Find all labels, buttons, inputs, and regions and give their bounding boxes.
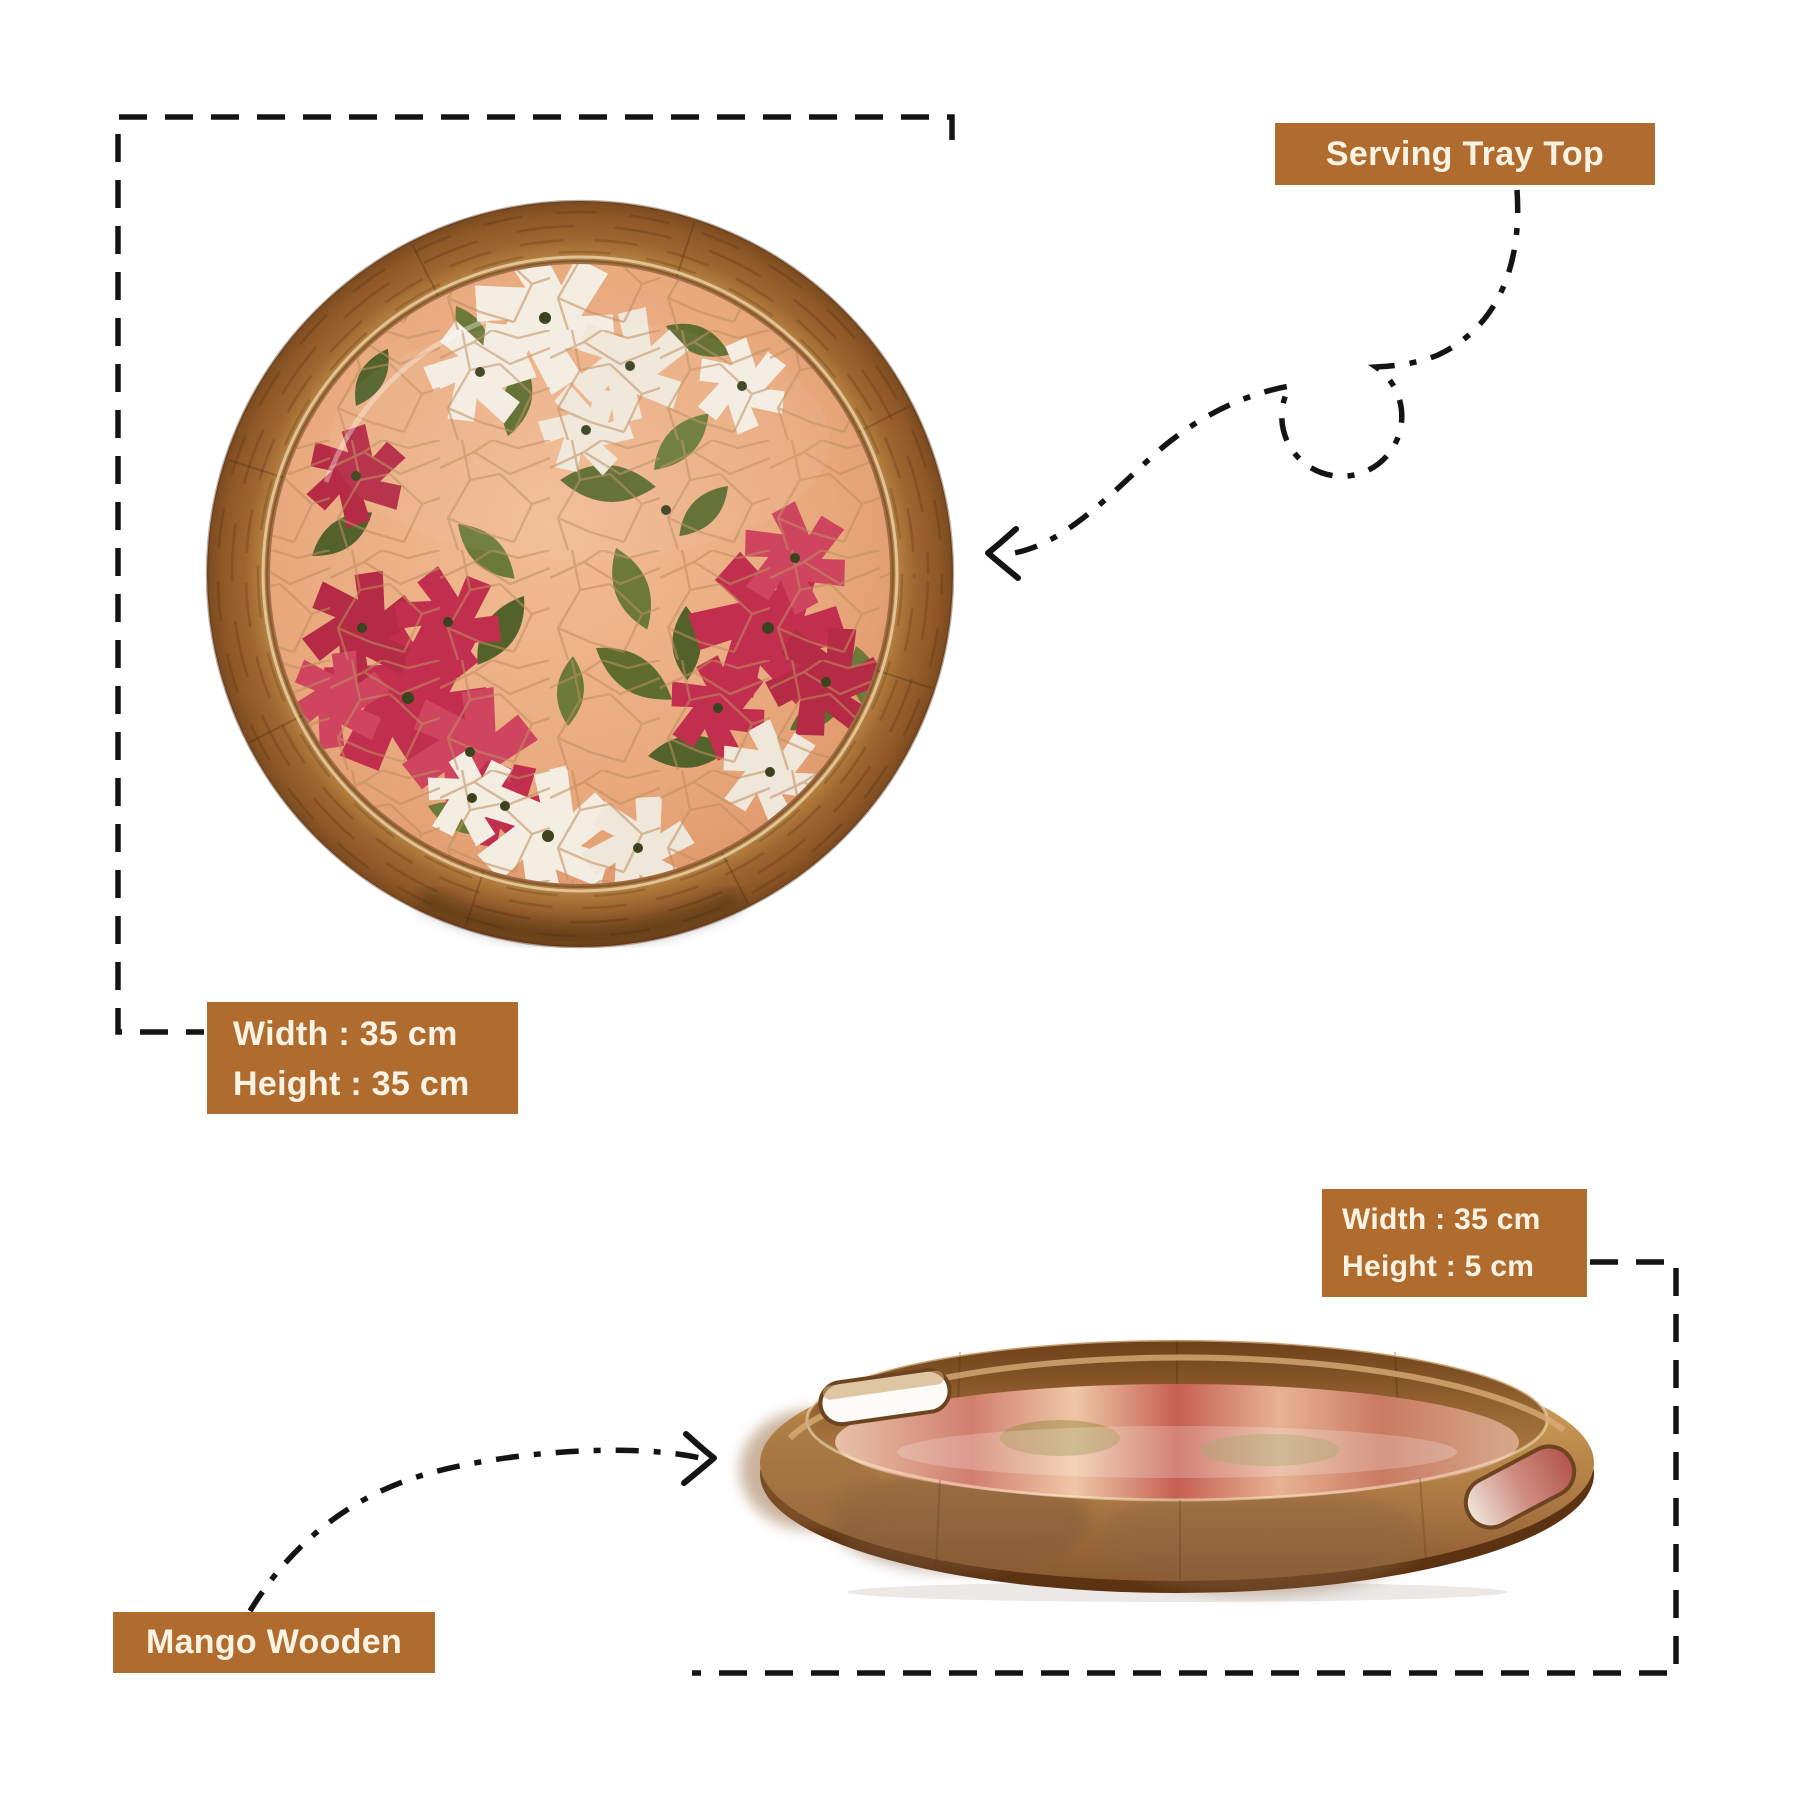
top-view-width-text: Width : 35 cm [233, 1015, 458, 1053]
arrow-head-left-icon [985, 526, 1021, 581]
curved-arrow-to-side-tray [247, 1431, 717, 1613]
tray-top-view-photo [205, 199, 955, 949]
curved-arrow-to-top-tray [985, 189, 1521, 581]
tray-side-view-photo [740, 1338, 1594, 1602]
material-text: Mango Wooden [145, 1623, 403, 1661]
label-top-view-dimensions: Width : 35 cm Height : 35 cm [207, 1002, 518, 1114]
label-serving-tray-top: Serving Tray Top [1275, 123, 1655, 185]
mosaic-dots [351, 312, 831, 853]
label-side-view-dimensions: Width : 35 cm Height : 5 cm [1322, 1189, 1587, 1297]
dashed-bracket-bottom-right [692, 1259, 1679, 1676]
right-handle-cutout [1463, 1444, 1577, 1530]
side-view-width-text: Width : 35 cm [1342, 1203, 1541, 1236]
left-handle-cutout [818, 1367, 952, 1427]
mosaic-pattern [261, 255, 899, 893]
top-view-height-text: Height : 35 cm [233, 1065, 470, 1103]
side-view-height-text: Height : 5 cm [1342, 1250, 1535, 1283]
serving-tray-top-text: Serving Tray Top [1325, 134, 1605, 173]
dashed-bracket-top-left [115, 114, 955, 1035]
label-material: Mango Wooden [113, 1612, 435, 1673]
tray-inner-mosaic [835, 1384, 1519, 1500]
arrow-head-right-icon [681, 1431, 717, 1486]
